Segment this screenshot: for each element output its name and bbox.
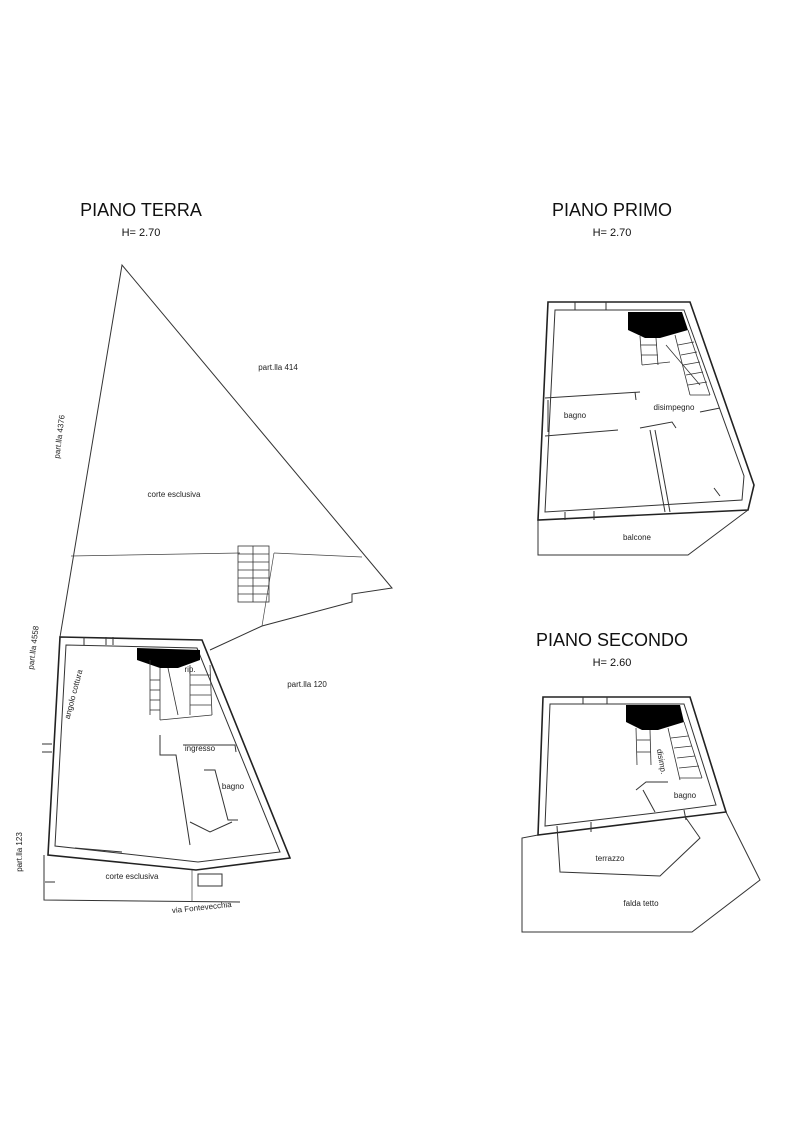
piano-terra-plan: PIANO TERRA H= 2.70 <box>15 200 393 915</box>
court-divider-line <box>261 552 275 627</box>
label-rip: rip. <box>184 665 195 674</box>
ground-house-inner-wall <box>54 644 281 863</box>
label-ingresso: ingresso <box>185 744 216 753</box>
piano-terra-height: H= 2.70 <box>122 227 161 239</box>
label-bagno-ground: bagno <box>222 782 245 791</box>
partition-wall <box>634 391 637 401</box>
label-bagno-secondo: bagno <box>674 791 697 800</box>
terrace-outline <box>556 817 701 877</box>
window-mark <box>74 847 123 853</box>
partition-wall <box>699 407 721 413</box>
label-partlla-414: part.lla 414 <box>258 363 298 372</box>
piano-primo-plan: PIANO PRIMO H= 2.70 <box>537 200 755 556</box>
balcony-outline <box>537 509 749 556</box>
label-partlla-120: part.lla 120 <box>287 680 327 689</box>
label-disimp: disimp. <box>655 748 668 775</box>
label-partlla-123: part.lla 123 <box>15 832 24 872</box>
second-floor-stair <box>626 705 703 781</box>
first-floor-outer-wall <box>537 301 755 521</box>
partition-wall <box>642 789 656 813</box>
partition-wall <box>544 391 641 399</box>
partition-wall <box>654 429 671 513</box>
piano-terra-title: PIANO TERRA <box>80 200 202 220</box>
partition-wall <box>159 735 191 846</box>
label-corte-esclusiva-top: corte esclusiva <box>148 490 201 499</box>
label-angolo-cottura: angolo cottura <box>63 668 85 720</box>
label-partlla-4376: part.lla 4376 <box>52 414 66 459</box>
partition-wall <box>649 429 666 513</box>
court-outline <box>59 263 393 651</box>
label-via-fontevecchia: via Fontevecchia <box>171 900 232 915</box>
piano-primo-title: PIANO PRIMO <box>552 200 672 220</box>
ground-internal-stair <box>137 648 213 721</box>
external-stair <box>237 545 270 603</box>
label-corte-esclusiva-bottom: corte esclusiva <box>106 872 159 881</box>
label-falda-tetto: falda tetto <box>623 899 659 908</box>
window-mark <box>713 487 721 497</box>
label-disimpegno: disimpegno <box>654 403 695 412</box>
first-floor-inner-wall <box>544 309 745 513</box>
first-floor-stair <box>628 312 711 396</box>
partition-wall <box>544 429 619 437</box>
partition-wall <box>635 781 668 791</box>
piano-secondo-title: PIANO SECONDO <box>536 630 688 650</box>
window-mark <box>683 809 687 821</box>
court-divider-line <box>70 552 241 557</box>
roof-slope-outline <box>521 811 761 933</box>
partition-wall <box>183 744 237 753</box>
partition-wall <box>639 421 677 429</box>
partition-wall <box>189 821 233 833</box>
piano-secondo-height: H= 2.60 <box>593 657 632 669</box>
label-partlla-4558: part.lla 4558 <box>26 625 40 670</box>
label-bagno-primo: bagno <box>564 411 587 420</box>
second-floor-outer-wall <box>537 696 728 836</box>
court-divider-line <box>273 552 363 558</box>
piano-primo-height: H= 2.70 <box>593 227 632 239</box>
ground-house-outer-wall <box>47 636 292 871</box>
label-balcone: balcone <box>623 533 652 542</box>
second-floor-inner-wall <box>544 703 717 827</box>
partition-wall <box>204 769 238 821</box>
piano-secondo-plan: PIANO SECONDO H= 2.60 disim <box>521 630 761 933</box>
lower-court-outline <box>43 855 241 903</box>
label-terrazzo: terrazzo <box>596 854 625 863</box>
entry-step <box>197 873 223 887</box>
